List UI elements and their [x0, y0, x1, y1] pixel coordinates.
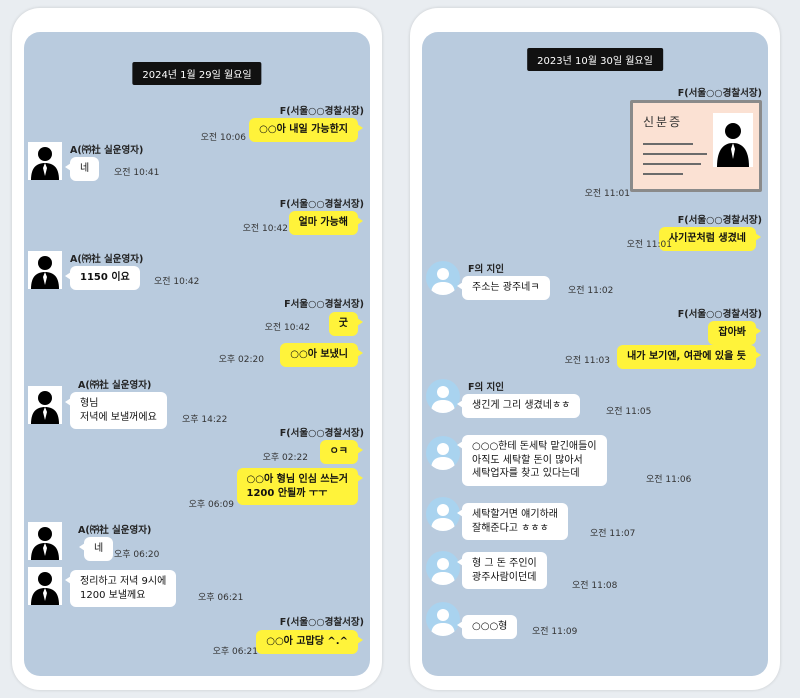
date-divider: 2024년 1월 29일 월요일 [132, 62, 262, 85]
message-bubble-incoming[interactable]: 네 [78, 537, 114, 561]
message-bubble-outgoing[interactable]: 얼마 가능해 [288, 211, 364, 235]
message-bubble-outgoing[interactable]: ㅇㅋ [319, 440, 364, 464]
message-time: 오전 11:03 [564, 356, 610, 366]
message-bubble-incoming[interactable]: 네 [64, 157, 100, 181]
avatar-silhouette [28, 522, 62, 560]
chat-screen-left[interactable]: 2024년 1월 29일 월요일 F(서울○○경찰서장) ○○아 내일 가능한지… [24, 32, 370, 676]
message-time: 오후 06:21 [212, 647, 258, 657]
message-time: 오후 06:20 [114, 550, 160, 560]
message-bubble-outgoing[interactable]: ○○아 형님 인심 쓰는거 1200 안될까 ㅜㅜ [236, 468, 363, 505]
sender-name: F서울○○경찰서장) [284, 299, 364, 310]
message-time: 오후 14:22 [182, 415, 228, 425]
message-bubble-incoming[interactable]: ○○○한테 돈세탁 맡긴애들이 아직도 세탁할 돈이 많아서 세탁업자를 찾고 … [457, 435, 607, 486]
message-bubble-outgoing[interactable]: ○○아 내일 가능한지 [249, 118, 363, 142]
sender-name: F(서울○○경찰서장) [279, 617, 364, 628]
message-bubble-outgoing[interactable]: 굿 [328, 312, 364, 336]
message-time: 오전 10:42 [154, 277, 200, 287]
sender-name: A(㈜社 실운영자) [70, 254, 144, 265]
message-time: 오전 11:01 [626, 240, 672, 250]
sender-name: F(서울○○경찰서장) [677, 88, 762, 99]
message-time: 오전 11:06 [646, 475, 692, 485]
sender-name: A(㈜社 실운영자) [70, 145, 144, 156]
avatar-silhouette [28, 386, 62, 424]
message-bubble-outgoing[interactable]: ○○아 고맙당 ^.^ [256, 630, 363, 654]
sender-name: F(서울○○경찰서장) [279, 199, 364, 210]
message-time: 오후 02:20 [218, 355, 264, 365]
chat-screen-right[interactable]: 2023년 10월 30일 월요일 F(서울○○경찰서장) 신분증 오전 11:… [422, 32, 768, 676]
sender-name: F(서울○○경찰서장) [279, 106, 364, 117]
message-time: 오전 10:42 [264, 323, 310, 333]
message-bubble-incoming[interactable]: 형 그 돈 주인이 광주사람이던데 [457, 552, 547, 589]
id-card-line [643, 143, 693, 145]
avatar-default [426, 602, 460, 636]
message-bubble-incoming[interactable]: 형님 저녁에 보낼꺼에요 [65, 392, 167, 429]
message-time: 오전 10:06 [200, 133, 246, 143]
message-time: 오전 10:41 [114, 168, 160, 178]
sender-name: A(㈜社 실운영자) [78, 380, 152, 391]
id-card-line [643, 163, 701, 165]
message-time: 오전 11:05 [606, 407, 652, 417]
sender-name: F(서울○○경찰서장) [677, 309, 762, 320]
avatar-default [426, 436, 460, 470]
message-bubble-outgoing[interactable]: 잡아봐 [708, 321, 761, 345]
sender-name: F(서울○○경찰서장) [677, 215, 762, 226]
avatar-default [426, 261, 460, 295]
id-card-photo [713, 113, 753, 167]
avatar-default [426, 551, 460, 585]
id-card-line [643, 153, 707, 155]
message-time: 오전 11:09 [532, 627, 578, 637]
phone-frame-left: 2024년 1월 29일 월요일 F(서울○○경찰서장) ○○아 내일 가능한지… [12, 8, 382, 690]
id-card-line [643, 173, 683, 175]
message-bubble-outgoing[interactable]: 내가 보기엔, 여관에 있을 듯 [617, 345, 761, 369]
sender-name: F의 지인 [468, 382, 505, 393]
message-bubble-incoming[interactable]: 1150 이요 [65, 266, 140, 290]
date-divider: 2023년 10월 30일 월요일 [527, 48, 663, 71]
message-bubble-outgoing[interactable]: 사기꾼처럼 생겼네 [658, 227, 762, 251]
message-bubble-outgoing[interactable]: ○○아 보냈니 [280, 343, 363, 367]
avatar-default [426, 379, 460, 413]
message-time: 오전 11:02 [568, 286, 614, 296]
id-card-title: 신분증 [643, 115, 683, 129]
message-time: 오전 11:07 [590, 529, 636, 539]
message-time: 오후 02:22 [262, 453, 308, 463]
sender-name: F의 지인 [468, 264, 505, 275]
id-card-image[interactable]: 신분증 [630, 100, 762, 192]
sender-name: F(서울○○경찰서장) [279, 428, 364, 439]
message-bubble-incoming[interactable]: 주소는 광주네ㅋ [457, 276, 550, 300]
message-time: 오후 06:21 [198, 593, 244, 603]
message-time: 오전 10:42 [242, 224, 288, 234]
message-bubble-incoming[interactable]: ○○○형 [456, 615, 518, 639]
message-time: 오전 11:01 [584, 189, 630, 199]
message-bubble-incoming[interactable]: 생긴게 그리 생겼네ㅎㅎ [456, 394, 581, 418]
message-time: 오전 11:08 [572, 581, 618, 591]
message-bubble-incoming[interactable]: 세탁할거면 얘기하래 잘해준다고 ㅎㅎㅎ [457, 503, 568, 540]
sender-name: A(㈜社 실운영자) [78, 525, 152, 536]
message-bubble-incoming[interactable]: 정리하고 저녁 9시에 1200 보낼께요 [64, 570, 177, 607]
phone-frame-right: 2023년 10월 30일 월요일 F(서울○○경찰서장) 신분증 오전 11:… [410, 8, 780, 690]
avatar-silhouette [28, 567, 62, 605]
avatar-silhouette [28, 251, 62, 289]
avatar-default [426, 497, 460, 531]
message-time: 오후 06:09 [188, 500, 234, 510]
avatar-silhouette [28, 142, 62, 180]
